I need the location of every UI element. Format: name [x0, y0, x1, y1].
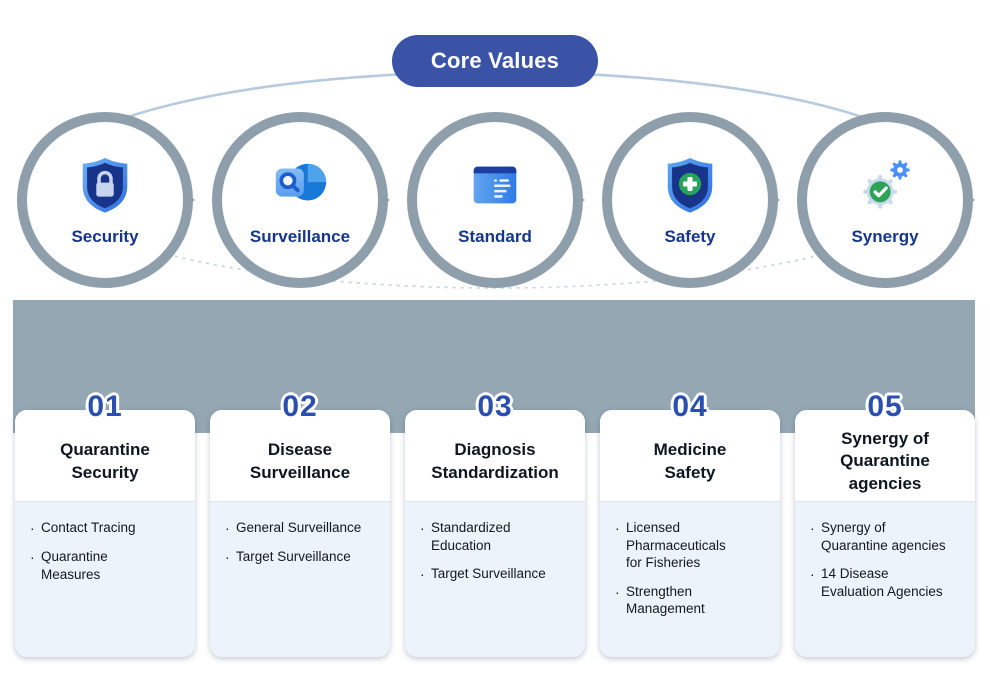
shield-cross-icon — [667, 157, 713, 213]
list-item: · Strengthen Management — [615, 583, 767, 618]
bullet-marker: · — [225, 549, 230, 566]
list-item: · Contact Tracing — [30, 519, 182, 537]
value-circle-standard: Standard — [407, 112, 585, 288]
bullet-text: 14 Disease Evaluation Agencies — [821, 566, 943, 599]
card-body: · Standardized Education · Target Survei… — [405, 502, 585, 657]
list-item: · Synergy of Quarantine agencies — [810, 519, 962, 554]
bullet-text: Target Surveillance — [236, 549, 351, 565]
circle-pointer-icon — [768, 192, 780, 208]
list-item: · Licensed Pharmaceuticals for Fisheries — [615, 519, 767, 572]
bullet-marker: · — [30, 549, 35, 566]
value-label-surveillance: Surveillance — [249, 226, 351, 246]
card-title: Diagnosis Standardization — [431, 440, 559, 482]
card-header: Medicine Safety — [600, 410, 780, 502]
bullet-text: Quarantine Measures — [41, 549, 108, 582]
card-title: Synergy of Quarantine agencies — [840, 429, 930, 493]
bullet-text: Standardized Education — [431, 520, 511, 553]
bullet-marker: · — [225, 520, 230, 536]
card-title: Medicine Safety — [653, 440, 727, 482]
core-values-label: Core Values — [430, 48, 560, 73]
circle-pointer-icon — [378, 192, 390, 208]
card-body: · Licensed Pharmaceuticals for Fisheries… — [600, 502, 780, 657]
bullet-text: Strengthen Management — [626, 583, 705, 617]
bullet-text: Target Surveillance — [431, 566, 546, 582]
bullet-text: Synergy of Quarantine agencies — [821, 520, 946, 553]
card-body: · Contact Tracing · Quarantine Measures — [15, 502, 195, 657]
card-number: 01 — [87, 390, 123, 423]
bullet-marker: · — [30, 520, 35, 536]
circle-pointer-icon — [573, 192, 585, 208]
card-medicine-safety: 04 Medicine Safety · Licensed Pharmaceut… — [600, 390, 780, 657]
list-item: · Target Surveillance — [225, 548, 377, 566]
list-item: · Standardized Education — [420, 519, 572, 554]
card-quarantine-security: 01 Quarantine Security · Contact Tracing… — [15, 390, 195, 657]
list-item: · 14 Disease Evaluation Agencies — [810, 565, 962, 600]
card-title: Disease Surveillance — [249, 440, 351, 482]
card-header: Disease Surveillance — [210, 410, 390, 502]
list-item: · Target Surveillance — [420, 565, 572, 583]
card-number: 05 — [867, 390, 903, 423]
list-item: · General Surveillance — [225, 519, 377, 537]
shield-lock-icon — [82, 157, 128, 213]
bullet-text: General Surveillance — [236, 520, 362, 535]
value-circle-synergy: Synergy — [797, 112, 975, 288]
cards-row: 01 Quarantine Security · Contact Tracing… — [15, 390, 975, 657]
card-synergy-of-quarantine-agencies: 05 Synergy of Quarantine agencies · Syne… — [795, 390, 975, 657]
bullet-marker: · — [420, 566, 425, 583]
circle-pointer-icon — [183, 192, 195, 208]
value-circle-safety: Safety — [602, 112, 780, 288]
card-body: · General Surveillance · Target Surveill… — [210, 502, 390, 657]
card-number: 04 — [672, 390, 708, 423]
list-item: · Quarantine Measures — [30, 548, 182, 583]
value-label-standard: Standard — [458, 226, 532, 246]
document-list-icon — [473, 166, 517, 203]
bullet-marker: · — [810, 520, 815, 536]
bullet-marker: · — [615, 583, 620, 600]
search-chart-icon — [275, 163, 327, 200]
card-number: 02 — [282, 390, 318, 423]
card-header: Synergy of Quarantine agencies — [795, 410, 975, 502]
circle-pointer-icon — [963, 192, 975, 208]
value-circle-surveillance: Surveillance — [212, 112, 390, 288]
bullet-marker: · — [420, 520, 425, 536]
value-label-security: Security — [71, 226, 139, 246]
value-label-synergy: Synergy — [851, 226, 919, 246]
card-number: 03 — [477, 390, 513, 423]
gears-check-icon — [863, 159, 910, 209]
card-body: · Synergy of Quarantine agencies · 14 Di… — [795, 502, 975, 657]
core-values-pill: Core Values — [392, 35, 598, 87]
card-header: Diagnosis Standardization — [405, 410, 585, 502]
card-header: Quarantine Security — [15, 410, 195, 502]
card-diagnosis-standardization: 03 Diagnosis Standardization · Standardi… — [405, 390, 585, 657]
bullet-text: Contact Tracing — [41, 520, 136, 535]
value-label-safety: Safety — [664, 226, 716, 246]
card-title: Quarantine Security — [60, 440, 150, 482]
bullet-text: Licensed Pharmaceuticals for Fisheries — [626, 520, 726, 571]
card-disease-surveillance: 02 Disease Surveillance · General Survei… — [210, 390, 390, 657]
bullet-marker: · — [615, 520, 620, 536]
bullet-marker: · — [810, 566, 815, 583]
value-circle-security: Security — [17, 112, 195, 288]
